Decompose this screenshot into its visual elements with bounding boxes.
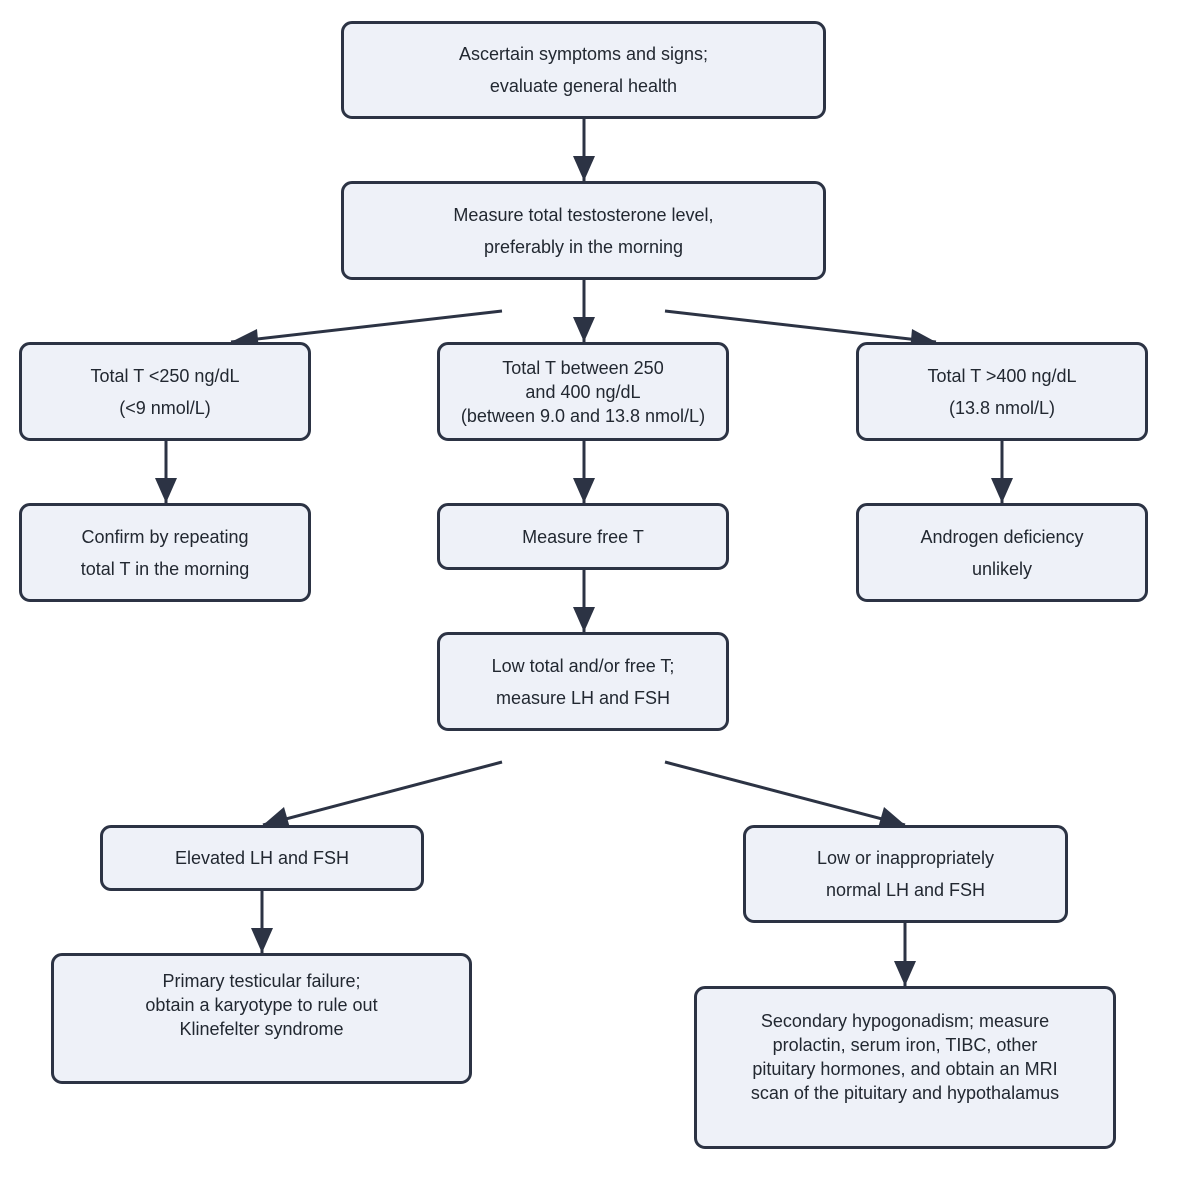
node-text-line: Total T <250 ng/dL	[90, 365, 240, 386]
node-confirm-repeat-text: Confirm by repeating total T in the morn…	[81, 521, 249, 585]
node-text-line: Measure total testosterone level,	[453, 204, 714, 225]
node-total-t-low-text: Total T <250 ng/dL (<9 nmol/L)	[91, 360, 240, 424]
node-total-t-high-text: Total T >400 ng/dL (13.8 nmol/L)	[928, 360, 1077, 424]
node-text-line: (between 9.0 and 13.8 nmol/L)	[460, 405, 706, 426]
arrowhead	[573, 478, 595, 503]
node-text-line: Elevated LH and FSH	[174, 848, 350, 868]
node-text-line: (13.8 nmol/L)	[948, 397, 1056, 418]
node-text-line: and 400 ng/dL	[525, 381, 641, 402]
node-text-line: obtain a karyotype to rule out	[145, 994, 378, 1015]
arrowhead	[573, 607, 595, 632]
node-total-t-low: Total T <250 ng/dL (<9 nmol/L)	[19, 342, 311, 441]
arrowhead	[991, 478, 1013, 503]
node-confirm-repeat: Confirm by repeating total T in the morn…	[19, 503, 311, 602]
node-measure-total-testosterone-text: Measure total testosterone level, prefer…	[453, 199, 713, 263]
arrow-low-total-to-low-lh	[664, 760, 906, 827]
node-text-line: scan of the pituitary and hypothalamus	[750, 1082, 1060, 1103]
node-androgen-unlikely-text: Androgen deficiency unlikely	[920, 521, 1083, 585]
node-measure-free-t-text: Measure free T	[522, 521, 644, 553]
node-low-total-free-t: Low total and/or free T; measure LH and …	[437, 632, 729, 731]
node-low-lh-fsh-text: Low or inappropriately normal LH and FSH	[817, 842, 994, 906]
node-text-line: Total T >400 ng/dL	[927, 365, 1077, 386]
node-secondary-hypogonadism: Secondary hypogonadism; measure prolacti…	[694, 986, 1116, 1149]
node-primary-testicular-failure: Primary testicular failure; obtain a kar…	[51, 953, 472, 1084]
node-ascertain-symptoms: Ascertain symptoms and signs; evaluate g…	[341, 21, 826, 119]
node-secondary-hypogonadism-text: Secondary hypogonadism; measure prolacti…	[751, 1009, 1059, 1105]
node-text-line: Primary testicular failure;	[162, 970, 361, 991]
node-text-line: Secondary hypogonadism; measure	[760, 1010, 1050, 1031]
node-primary-testicular-failure-text: Primary testicular failure; obtain a kar…	[145, 969, 377, 1041]
node-measure-total-testosterone: Measure total testosterone level, prefer…	[341, 181, 826, 280]
node-text-line: evaluate general health	[489, 76, 678, 96]
node-text-line: total T in the morning	[80, 558, 250, 579]
node-text-line: prolactin, serum iron, TIBC, other	[772, 1034, 1038, 1055]
arrow-measure-to-low	[230, 309, 503, 344]
arrowhead	[894, 961, 916, 986]
node-text-line: Low total and/or free T;	[491, 655, 675, 676]
arrowhead	[263, 807, 290, 828]
node-text-line: Low or inappropriately	[816, 848, 995, 868]
node-text-line: Androgen deficiency	[920, 526, 1084, 547]
node-measure-free-t: Measure free T	[437, 503, 729, 570]
node-text-line: Measure free T	[522, 526, 644, 547]
node-total-t-between-text: Total T between 250 and 400 ng/dL (betwe…	[461, 356, 705, 428]
node-ascertain-symptoms-text: Ascertain symptoms and signs; evaluate g…	[459, 38, 708, 102]
node-text-line: Confirm by repeating	[81, 526, 249, 547]
arrowhead	[878, 807, 905, 828]
node-total-t-high: Total T >400 ng/dL (13.8 nmol/L)	[856, 342, 1148, 441]
arrow-measure-to-high	[664, 309, 937, 344]
node-text-line: Ascertain symptoms and signs;	[458, 44, 709, 64]
node-text-line: Klinefelter syndrome	[179, 1018, 344, 1039]
node-androgen-unlikely: Androgen deficiency unlikely	[856, 503, 1148, 602]
node-text-line: preferably in the morning	[483, 236, 684, 257]
arrowhead	[573, 156, 595, 181]
arrow-low-total-to-elevated	[262, 760, 503, 827]
node-text-line: (<9 nmol/L)	[119, 397, 211, 418]
node-text-line: pituitary hormones, and obtain an MRI	[752, 1058, 1058, 1079]
node-elevated-lh-fsh: Elevated LH and FSH	[100, 825, 424, 891]
node-elevated-lh-fsh-text: Elevated LH and FSH	[175, 842, 349, 874]
arrowhead	[573, 317, 595, 342]
node-text-line: normal LH and FSH	[825, 880, 986, 900]
node-text-line: unlikely	[971, 558, 1032, 579]
node-text-line: measure LH and FSH	[495, 687, 671, 708]
arrowhead	[251, 928, 273, 953]
node-low-total-free-t-text: Low total and/or free T; measure LH and …	[492, 650, 675, 714]
node-total-t-between: Total T between 250 and 400 ng/dL (betwe…	[437, 342, 729, 441]
arrowhead	[155, 478, 177, 503]
node-text-line: Total T between 250	[502, 357, 664, 378]
node-low-lh-fsh: Low or inappropriately normal LH and FSH	[743, 825, 1068, 923]
